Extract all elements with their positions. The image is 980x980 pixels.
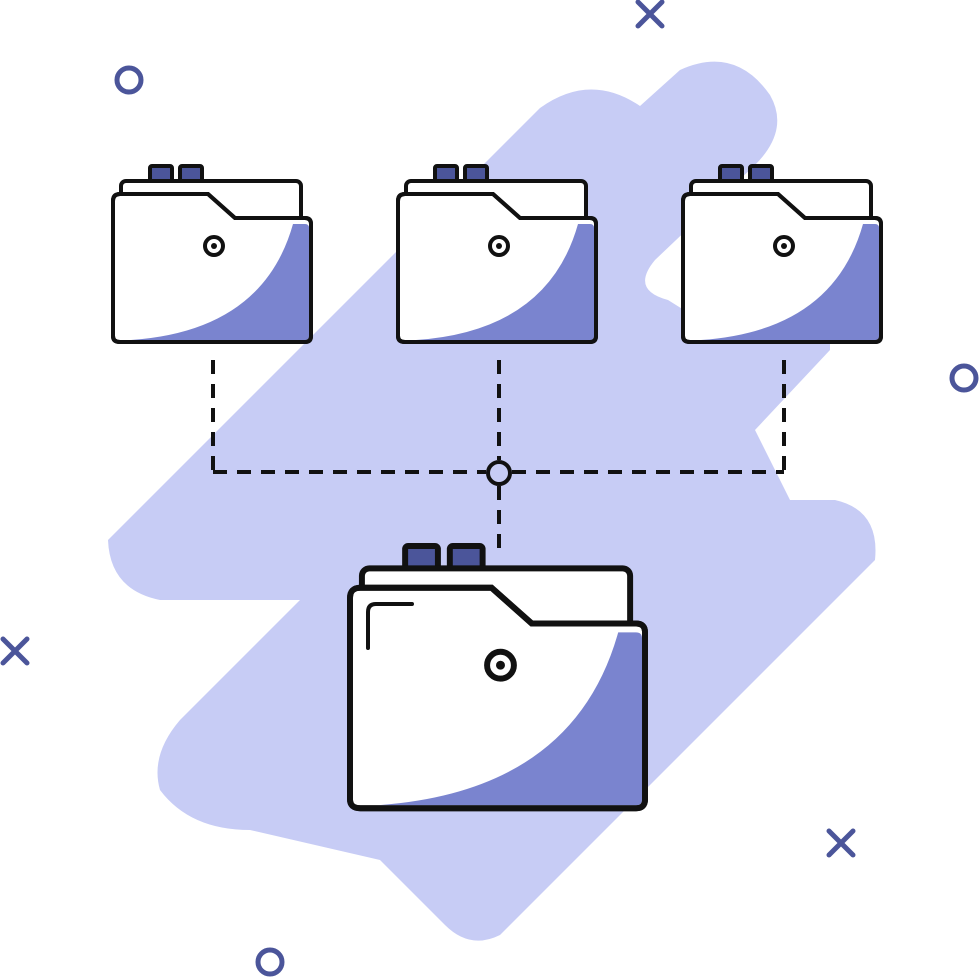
x-mark-icon (0, 636, 30, 666)
folder-icon-child-1 (111, 164, 313, 344)
connector-lines (211, 360, 786, 552)
x-mark-icon (635, 0, 665, 29)
hub-node (486, 460, 512, 486)
folder-icon-child-2 (396, 164, 598, 344)
folder-icon-parent (350, 546, 645, 808)
ring-icon (949, 363, 979, 393)
parent-folder-highlight (366, 602, 414, 650)
folder-icon-child-3 (681, 164, 883, 344)
ring-icon (114, 65, 144, 95)
background-splash (108, 61, 876, 941)
ring-icon (255, 947, 285, 977)
x-mark-icon (826, 828, 856, 858)
